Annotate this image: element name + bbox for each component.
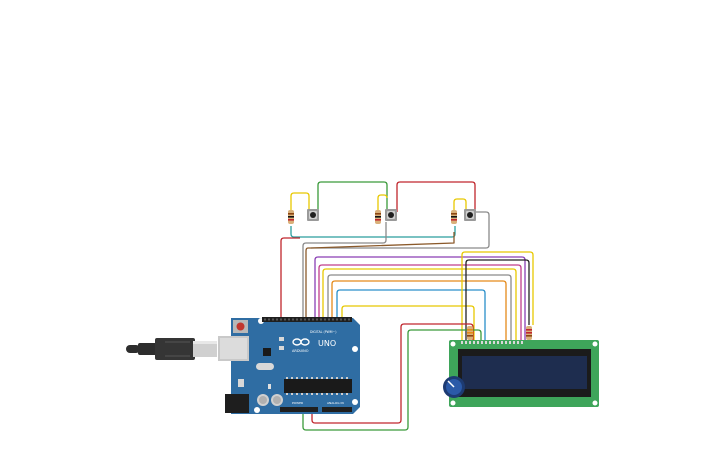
lcd-screen <box>462 356 587 389</box>
pushbutton-3[interactable] <box>464 209 476 221</box>
atmega-chip <box>284 379 352 393</box>
wire-yellow-2[interactable] <box>377 194 388 214</box>
infinity-logo-icon <box>292 338 310 346</box>
digital-header-label: DIGITAL (PWM~) <box>310 330 336 334</box>
wire-magenta-lcd[interactable] <box>318 264 522 340</box>
power-header <box>280 407 318 412</box>
wire-gray-right[interactable] <box>311 211 490 249</box>
resistor-2[interactable] <box>375 210 381 224</box>
resistor-1[interactable] <box>288 210 294 224</box>
wire-brown-arduino[interactable] <box>305 232 455 320</box>
potentiometer[interactable] <box>443 376 465 398</box>
wire-teal-bus[interactable] <box>290 226 456 238</box>
power-header-label: POWER <box>292 401 303 405</box>
wire-yellow-3[interactable] <box>453 198 467 214</box>
wire-red-top[interactable] <box>396 181 476 212</box>
digital-header <box>262 317 352 322</box>
wire-gray-lcd[interactable] <box>327 274 512 340</box>
wire-red-bottom[interactable] <box>311 323 474 424</box>
wire-purple-lcd[interactable] <box>314 256 526 340</box>
resistor-5[interactable] <box>526 326 532 340</box>
wire-black-lcd[interactable] <box>465 259 530 340</box>
wire-orange-lcd[interactable] <box>331 280 507 340</box>
resistor-4[interactable] <box>467 326 473 340</box>
power-jack <box>225 394 249 413</box>
analog-header-label: ANALOG IN <box>327 401 344 405</box>
analog-header <box>322 407 352 412</box>
arduino-uno-board[interactable]: DIGITAL (PWM~) UNO ARDUINO POWER ANALOG … <box>218 317 360 414</box>
wire-green-bottom[interactable] <box>302 329 482 431</box>
model-text: UNO <box>318 339 336 348</box>
wire-yellow-1[interactable] <box>290 192 310 214</box>
wire-yellow-far[interactable] <box>461 251 534 340</box>
wire-blue-lcd[interactable] <box>336 289 486 340</box>
logo-text: ARDUINO <box>292 349 309 353</box>
lcd-16x2[interactable] <box>449 340 599 407</box>
wire-gray-arduino[interactable] <box>302 222 387 320</box>
wire-yellow-lcd[interactable] <box>322 268 517 340</box>
wire-green-top[interactable] <box>317 181 388 212</box>
pushbutton-2[interactable] <box>385 209 397 221</box>
wire-yellow-lower[interactable] <box>341 305 475 340</box>
pushbutton-1[interactable] <box>307 209 319 221</box>
resistor-3[interactable] <box>451 210 457 224</box>
usb-cable[interactable] <box>126 338 217 360</box>
crystal <box>256 363 274 370</box>
wire-red-left[interactable] <box>280 237 300 320</box>
lcd-pin-header <box>461 341 523 344</box>
